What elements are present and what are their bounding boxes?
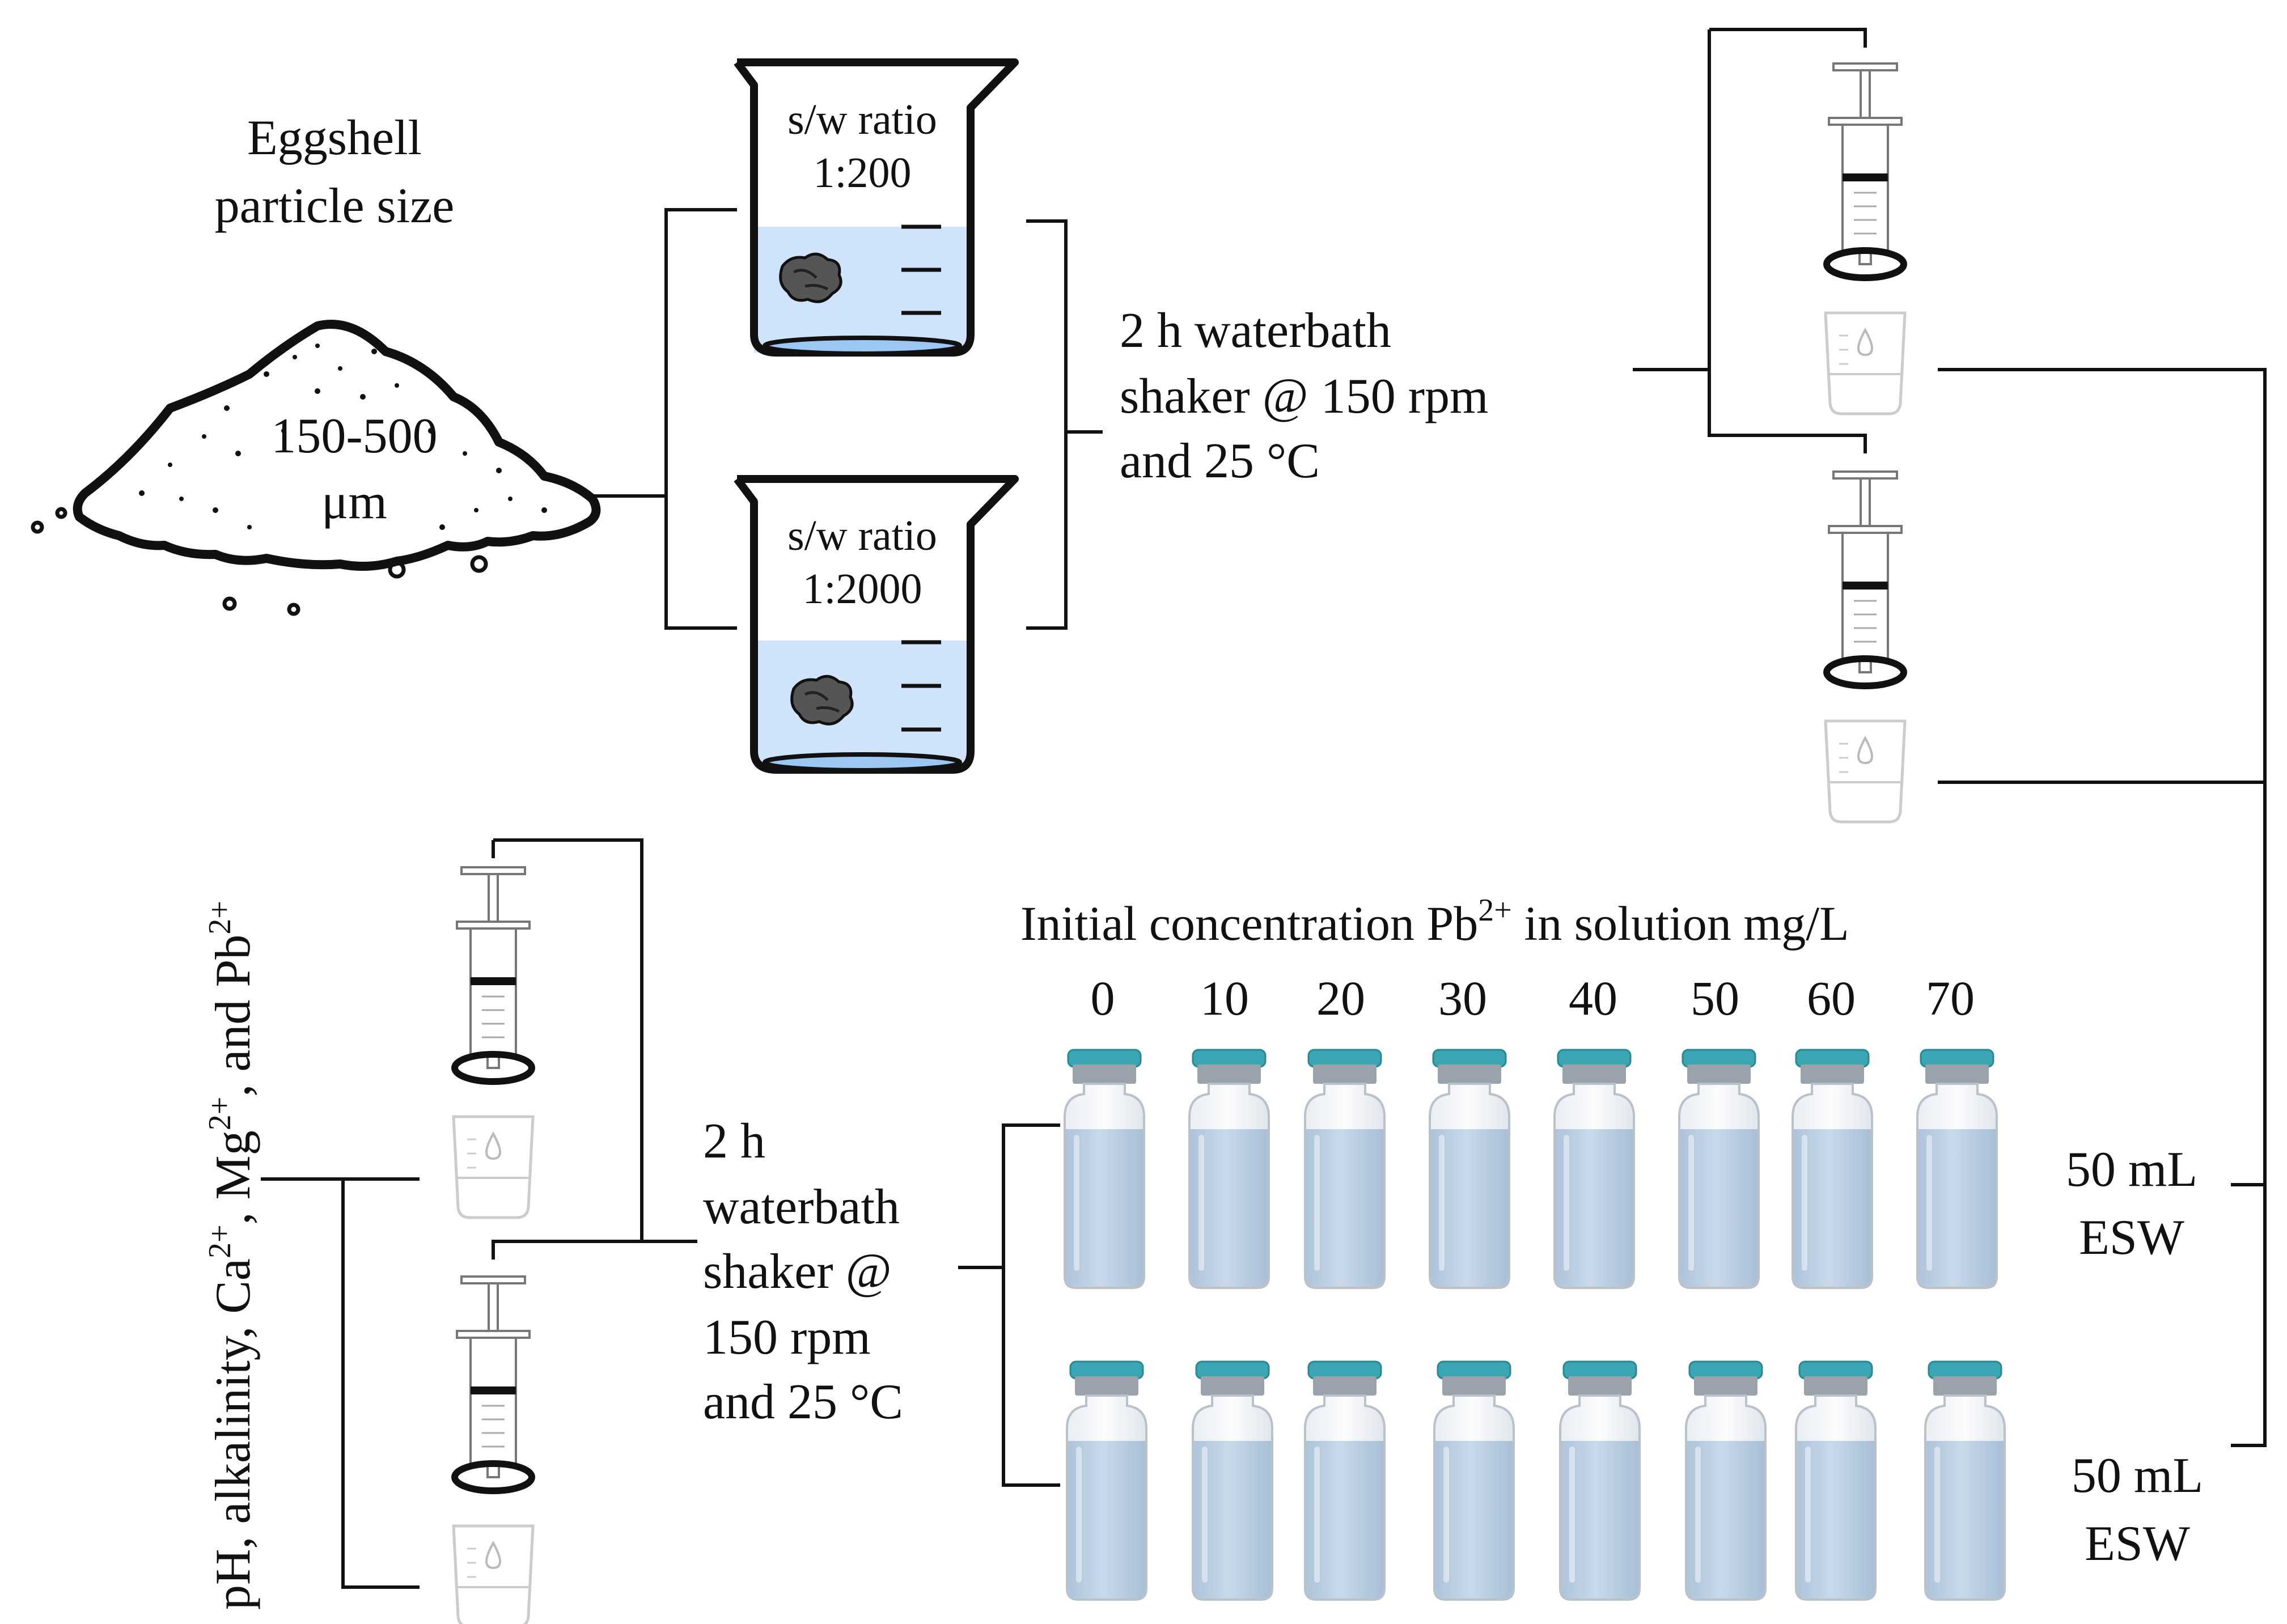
concentration-label-20: 20 bbox=[1316, 971, 1365, 1025]
particle-size-unit: μm bbox=[321, 474, 387, 529]
bracket-filtrate-to-analysis bbox=[261, 1177, 420, 1589]
bracket-shaker-to-filtration bbox=[1633, 28, 1867, 453]
vial-row-2-vial-40 bbox=[1559, 1360, 1641, 1601]
vial-row-1-vial-50 bbox=[1678, 1049, 1760, 1289]
row2-volume: 50 mL bbox=[2072, 1448, 2203, 1503]
vial-row-1-vial-70 bbox=[1916, 1049, 1998, 1289]
concentration-label-10: 10 bbox=[1200, 971, 1249, 1025]
syringe-filter-1 bbox=[1826, 63, 1905, 414]
bracket-shaker-to-vials bbox=[958, 1123, 1060, 1487]
bracket-filtrate-to-vials bbox=[1938, 368, 2267, 1447]
shaker-bottom-line4: 150 rpm bbox=[703, 1310, 871, 1365]
vial-row-1-vial-40 bbox=[1553, 1049, 1635, 1289]
beaker-ratio-1-2000 bbox=[734, 475, 1019, 774]
row1-volume: 50 mL bbox=[2066, 1142, 2197, 1197]
shaker-bottom-line3: shaker @ bbox=[703, 1244, 892, 1299]
vial-row-1-vial-60 bbox=[1792, 1049, 1873, 1289]
concentration-label-40: 40 bbox=[1569, 971, 1617, 1025]
vial-row-2-vial-10 bbox=[1192, 1360, 1273, 1601]
shaker-top-line1: 2 h waterbath bbox=[1120, 303, 1391, 358]
vial-row-2-vial-60 bbox=[1795, 1360, 1877, 1601]
vial-row-2-vial-20 bbox=[1304, 1360, 1386, 1601]
vial-row-2-vial-50 bbox=[1685, 1360, 1767, 1601]
row2-medium: ESW bbox=[2085, 1516, 2190, 1571]
shaker-bottom-line1: 2 h bbox=[703, 1114, 765, 1169]
shaker-top-line2: shaker @ 150 rpm bbox=[1120, 369, 1488, 424]
concentration-label-0: 0 bbox=[1091, 971, 1115, 1025]
eggshell-fragments-icon bbox=[779, 252, 842, 303]
beaker2-ratio-label: s/w ratio bbox=[787, 512, 937, 559]
concentration-label-60: 60 bbox=[1807, 971, 1856, 1025]
syringe-filter-4 bbox=[454, 1277, 533, 1624]
shaker-top-line3: and 25 °C bbox=[1120, 434, 1320, 489]
vial-row-1-vial-10 bbox=[1188, 1049, 1270, 1289]
row1-medium: ESW bbox=[2079, 1210, 2184, 1265]
concentration-label-50: 50 bbox=[1691, 971, 1739, 1025]
eggshell-fragments-icon bbox=[790, 675, 854, 726]
vial-row-1-vial-30 bbox=[1429, 1049, 1510, 1289]
eggshell-powder-icon bbox=[31, 320, 601, 616]
beaker1-ratio-label: s/w ratio bbox=[787, 96, 937, 143]
eggshell-title-line1: Eggshell bbox=[247, 111, 422, 166]
vial-row-1-vial-20 bbox=[1304, 1049, 1386, 1289]
concentration-labels: 0 10 20 30 40 50 60 70 bbox=[1091, 971, 1975, 1025]
vial-row-1 bbox=[1064, 1049, 1998, 1289]
syringe-filter-2 bbox=[1826, 472, 1905, 822]
shaker-bottom-line2: waterbath bbox=[703, 1180, 900, 1235]
vial-row-2-vial-0 bbox=[1066, 1360, 1147, 1601]
beaker2-ratio-value: 1:2000 bbox=[802, 565, 922, 613]
concentration-label-30: 30 bbox=[1438, 971, 1487, 1025]
analysis-parameters: pH, alkalinity, Ca2+, Mg2+, and Pb2+ bbox=[202, 901, 261, 1610]
vial-row-2-vial-70 bbox=[1924, 1360, 2006, 1601]
shaker-bottom-line5: and 25 °C bbox=[703, 1375, 903, 1430]
syringe-filter-3 bbox=[454, 867, 533, 1218]
eggshell-title-line2: particle size bbox=[215, 179, 455, 234]
vials-heading: Initial concentration Pb2+ in solution m… bbox=[1020, 893, 1849, 951]
beaker1-ratio-value: 1:200 bbox=[813, 149, 911, 197]
concentration-label-70: 70 bbox=[1926, 971, 1975, 1025]
bracket-beakers-to-shaker bbox=[1026, 219, 1103, 630]
vial-row-1-vial-0 bbox=[1064, 1049, 1145, 1289]
vial-row-2 bbox=[1066, 1360, 2006, 1601]
bracket-vials-to-filtration bbox=[492, 838, 697, 1260]
vial-row-2-vial-30 bbox=[1433, 1360, 1515, 1601]
particle-size-value: 150-500 bbox=[271, 409, 437, 464]
bracket-eggshell-to-beakers bbox=[590, 208, 737, 630]
beaker-ratio-1-200 bbox=[734, 58, 1019, 357]
